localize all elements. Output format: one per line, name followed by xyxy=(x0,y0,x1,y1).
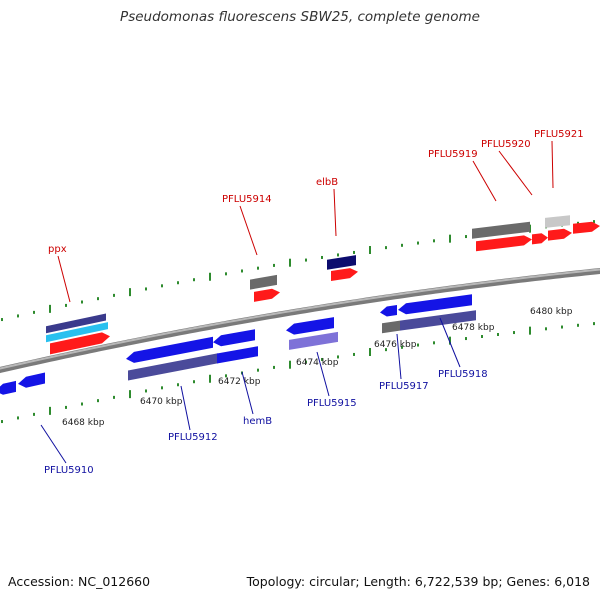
gene-pflu5915 xyxy=(286,317,334,335)
kbp-tick-label: 6480 kbp xyxy=(530,307,573,317)
forward-label-leader xyxy=(472,160,497,202)
reverse-label-leader xyxy=(439,317,461,368)
gene-pflu5917 xyxy=(398,294,472,315)
forward-gene-label: PFLU5919 xyxy=(428,149,478,160)
reverse-gene-label: PFLU5910 xyxy=(44,465,94,476)
forward-label-leader xyxy=(57,255,71,303)
map-title: Pseudomonas fluorescens SBW25, complete … xyxy=(120,9,480,25)
gene-ppx-outer xyxy=(46,313,106,334)
kbp-tick-label: 6470 kbp xyxy=(140,397,183,407)
kbp-tick-label: 6468 kbp xyxy=(62,418,105,428)
gene-pflu5917-a xyxy=(380,305,397,317)
reverse-label-leader xyxy=(241,371,254,415)
reverse-gene-label: PFLU5915 xyxy=(307,398,357,409)
reverse-label-leader xyxy=(40,424,67,464)
reverse-gene-label: PFLU5917 xyxy=(379,381,429,392)
reverse-label-leader xyxy=(180,385,191,431)
forward-gene-label: ppx xyxy=(48,244,67,255)
gene-pflu5917-rna xyxy=(382,320,400,334)
gene-ppx xyxy=(50,332,110,355)
gene-ppx-cds xyxy=(46,322,108,343)
forward-label-leader xyxy=(498,150,533,196)
gene-pflu5914 xyxy=(254,288,280,302)
accession-text: Accession: NC_012660 xyxy=(8,574,151,589)
reverse-label-leader xyxy=(316,351,330,397)
genome-summary-text: Topology: circular; Length: 6,722,539 bp… xyxy=(246,574,590,589)
reverse-gene-label: PFLU5912 xyxy=(168,432,218,443)
reverse-gene-label: PFLU5918 xyxy=(438,369,488,380)
gene-pflu5912-rna xyxy=(128,353,218,381)
kbp-tick-label: 6476 kbp xyxy=(374,340,417,350)
gene-pflu5919 xyxy=(476,235,532,252)
gene-pflu5915-rna xyxy=(289,331,338,350)
forward-gene-label: PFLU5921 xyxy=(534,129,584,140)
gene-pflu5920 xyxy=(532,233,548,245)
forward-gene-label: PFLU5914 xyxy=(222,194,272,205)
reverse-label-leader xyxy=(396,333,402,380)
kbp-tick-label: 6478 kbp xyxy=(452,323,495,333)
forward-label-leader xyxy=(333,188,337,237)
gene-pflu5914-rna xyxy=(250,274,277,290)
reverse-gene-label: hemB xyxy=(243,416,272,427)
kbp-tick-label: 6474 kbp xyxy=(296,358,339,368)
kbp-tick-label: 6472 kbp xyxy=(218,377,261,387)
backbone-highlight xyxy=(0,268,600,370)
gene-pflu5910 xyxy=(18,372,45,388)
forward-gene-label: elbB xyxy=(316,177,338,188)
gene-pflu5912 xyxy=(126,336,213,363)
forward-label-leader xyxy=(239,205,258,256)
gene-elbb xyxy=(331,268,358,281)
forward-label-leader xyxy=(551,140,554,189)
gene-pflu5918-rna xyxy=(400,310,476,331)
gene-pflu5921-rna xyxy=(545,215,570,228)
gene-partial-reverse xyxy=(0,380,16,395)
gene-pflu5919-rna xyxy=(472,221,530,239)
gene-hemb xyxy=(217,346,258,364)
gene-pflu5912-b xyxy=(213,329,255,347)
backbone-line xyxy=(0,267,600,374)
forward-gene-label: PFLU5920 xyxy=(481,139,531,150)
gene-elbb-rna xyxy=(327,255,356,270)
gene-pflu5921 xyxy=(548,228,572,241)
gene-partial-forward xyxy=(573,221,600,234)
